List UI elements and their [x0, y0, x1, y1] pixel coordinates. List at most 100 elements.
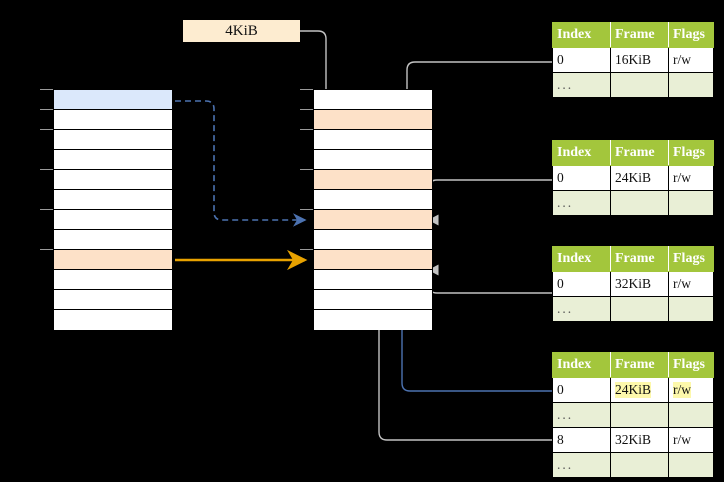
boundary-tick-4	[40, 169, 53, 170]
cell-index: ...	[552, 190, 611, 216]
virtual-address-space-column	[53, 89, 173, 330]
cell-value: 0	[557, 382, 564, 397]
cell-index: 0	[552, 47, 611, 73]
boundary-tick-0	[300, 89, 313, 90]
physical-frame-row-4	[314, 170, 432, 190]
table-row: ...	[552, 452, 714, 478]
column-header-flags: Flags	[668, 22, 714, 48]
physical-frame-row-3	[314, 150, 432, 170]
page-size-label: 4KiB	[225, 23, 258, 39]
virtual-page-row-5	[54, 190, 172, 210]
physical-frame-row-2	[314, 130, 432, 150]
cell-value: 0	[557, 170, 564, 185]
cell-value: ...	[557, 195, 574, 210]
cell-flags	[668, 402, 714, 428]
cell-index: 0	[552, 165, 611, 191]
cell-value: 24KiB	[615, 382, 652, 398]
cell-value: 32KiB	[615, 432, 652, 447]
cell-frame	[610, 296, 669, 322]
physical-frame-row-7	[314, 230, 432, 250]
cell-frame	[610, 72, 669, 98]
cell-value: 8	[557, 432, 564, 447]
cell-flags: r/w	[668, 47, 714, 73]
cell-frame: 16KiB	[610, 47, 669, 73]
cell-index: ...	[552, 296, 611, 322]
column-header-index: Index	[552, 246, 611, 272]
cell-flags: r/w	[668, 427, 714, 453]
column-header-frame: Frame	[610, 352, 669, 378]
boundary-tick-2	[300, 129, 313, 130]
virtual-page-row-3	[54, 150, 172, 170]
cell-value: ...	[557, 457, 574, 472]
cell-flags	[668, 72, 714, 98]
virtual-page-row-6	[54, 210, 172, 230]
cell-value: 0	[557, 276, 564, 291]
virtual-page-row-11	[54, 310, 172, 330]
cell-index: ...	[552, 452, 611, 478]
virtual-page-row-4	[54, 170, 172, 190]
virtual-page-row-7	[54, 230, 172, 250]
table-row: ...	[552, 190, 714, 216]
cell-value: ...	[557, 77, 574, 92]
boundary-tick-1	[40, 109, 53, 110]
boundary-tick-2	[40, 129, 53, 130]
table-row: 0 16KiB r/w	[552, 47, 714, 73]
cell-flags: r/w	[668, 377, 714, 403]
cell-flags	[668, 296, 714, 322]
cell-flags	[668, 452, 714, 478]
cell-value: r/w	[673, 432, 691, 447]
cell-value: ...	[557, 301, 574, 316]
physical-frame-row-10	[314, 290, 432, 310]
cell-value: ...	[557, 407, 574, 422]
boundary-tick-8	[300, 249, 313, 250]
table-row: 8 32KiB r/w	[552, 427, 714, 453]
boundary-tick-4	[300, 169, 313, 170]
cell-frame	[610, 402, 669, 428]
table-row: ...	[552, 402, 714, 428]
cell-frame: 32KiB	[610, 271, 669, 297]
cell-value: 16KiB	[615, 52, 652, 67]
virtual-page-row-2	[54, 130, 172, 150]
column-header-index: Index	[552, 352, 611, 378]
virtual-page-row-9	[54, 270, 172, 290]
table-row: 0 24KiB r/w	[552, 377, 714, 403]
cell-frame: 32KiB	[610, 427, 669, 453]
cell-value: 24KiB	[615, 170, 652, 185]
boundary-tick-6	[40, 209, 53, 210]
cell-index: 8	[552, 427, 611, 453]
cell-flags	[668, 190, 714, 216]
table-row: ...	[552, 296, 714, 322]
cell-index: 0	[552, 271, 611, 297]
cell-index: 0	[552, 377, 611, 403]
cell-flags: r/w	[668, 165, 714, 191]
cell-frame	[610, 452, 669, 478]
column-header-index: Index	[552, 22, 611, 48]
cell-frame	[610, 190, 669, 216]
cell-index: ...	[552, 402, 611, 428]
cell-frame: 24KiB	[610, 165, 669, 191]
cell-index: ...	[552, 72, 611, 98]
column-header-frame: Frame	[610, 22, 669, 48]
virtual-page-row-0	[54, 90, 172, 110]
column-header-index: Index	[552, 140, 611, 166]
boundary-tick-0	[40, 89, 53, 90]
table-row: ...	[552, 72, 714, 98]
cell-flags: r/w	[668, 271, 714, 297]
physical-frame-row-5	[314, 190, 432, 210]
physical-frame-row-0	[314, 90, 432, 110]
table-row: 0 32KiB r/w	[552, 271, 714, 297]
cell-value: r/w	[673, 382, 691, 398]
table-row: 0 24KiB r/w	[552, 165, 714, 191]
column-header-frame: Frame	[610, 140, 669, 166]
cell-value: 32KiB	[615, 276, 652, 291]
boundary-tick-6	[300, 209, 313, 210]
physical-frame-row-9	[314, 270, 432, 290]
